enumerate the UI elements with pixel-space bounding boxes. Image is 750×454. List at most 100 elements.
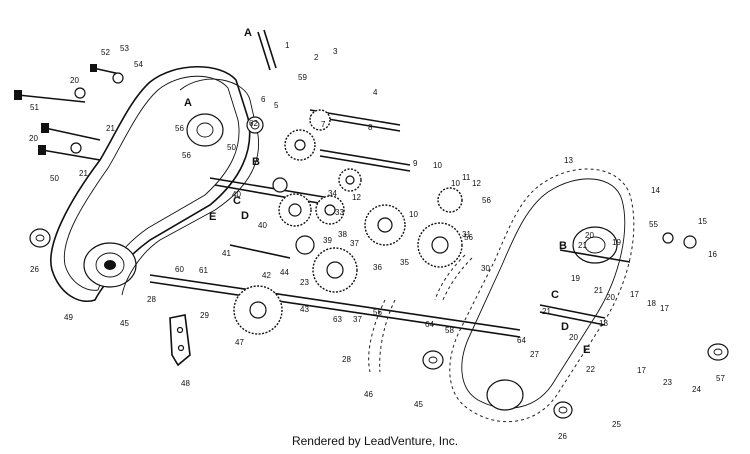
- callout-15: 15: [698, 217, 707, 226]
- callout-45b: 45: [414, 400, 423, 409]
- callout-7: 7: [321, 120, 326, 129]
- ref-letter-b-right: B: [559, 240, 567, 252]
- ref-letter-e-right: E: [583, 344, 590, 356]
- callout-64b: 64: [517, 336, 526, 345]
- callout-50a: 50: [50, 174, 59, 183]
- callout-10b: 10: [409, 210, 418, 219]
- callout-20a: 20: [585, 231, 594, 240]
- callout-12b: 12: [472, 179, 481, 188]
- callout-18a: 18: [647, 299, 656, 308]
- callout-9: 9: [413, 159, 418, 168]
- callout-53: 53: [120, 44, 129, 53]
- callout-11: 11: [462, 173, 471, 182]
- bolts-upper-left: [14, 64, 124, 161]
- callout-40a: 40: [232, 190, 241, 199]
- callout-20c: 20: [569, 333, 578, 342]
- callout-27: 27: [530, 350, 539, 359]
- callout-42: 42: [262, 271, 271, 280]
- ref-letter-d-left: D: [241, 210, 249, 222]
- callout-56e: 56: [373, 308, 382, 317]
- callout-1: 1: [285, 41, 290, 50]
- callout-60: 60: [175, 265, 184, 274]
- callout-55: 55: [649, 220, 658, 229]
- callout-52: 52: [101, 48, 110, 57]
- callout-13: 13: [564, 156, 573, 165]
- callout-45a: 45: [120, 319, 129, 328]
- callout-35: 35: [400, 258, 409, 267]
- render-credit: Rendered by LeadVenture, Inc.: [291, 434, 459, 448]
- callout-58: 58: [445, 326, 454, 335]
- callout-64a: 64: [425, 320, 434, 329]
- callout-54: 54: [134, 60, 143, 69]
- callout-10c: 10: [451, 179, 460, 188]
- ref-letter-a-case: A: [184, 97, 192, 109]
- callout-48: 48: [181, 379, 190, 388]
- callout-22: 22: [586, 365, 595, 374]
- part-callouts: 1 2 3 4 5 6 7 8 9 10 10 10 11 12 12 13 1…: [29, 41, 725, 441]
- callout-2: 2: [314, 53, 319, 62]
- callout-20b: 20: [606, 293, 615, 302]
- callout-28a: 28: [147, 295, 156, 304]
- callout-6: 6: [261, 95, 266, 104]
- callout-17b: 17: [660, 304, 669, 313]
- callout-46: 46: [364, 390, 373, 399]
- callout-40b: 40: [258, 221, 267, 230]
- callout-62: 62: [249, 119, 258, 128]
- callout-29: 29: [200, 311, 209, 320]
- callout-21b: 21: [594, 286, 603, 295]
- callout-10a: 10: [433, 161, 442, 170]
- callout-37a: 37: [350, 239, 359, 248]
- callout-34: 34: [328, 189, 337, 198]
- callout-21d: 21: [106, 124, 115, 133]
- callout-30: 30: [481, 264, 490, 273]
- callout-23a: 23: [300, 278, 309, 287]
- ref-letter-c-left: C: [233, 195, 241, 207]
- callout-61: 61: [199, 266, 208, 275]
- callout-21a: 21: [578, 241, 587, 250]
- ref-letter-d-right: D: [561, 321, 569, 333]
- callout-31: 31: [462, 230, 471, 239]
- callout-14: 14: [651, 186, 660, 195]
- callout-24: 24: [692, 385, 701, 394]
- callout-63: 63: [333, 315, 342, 324]
- callout-18b: 18: [599, 319, 608, 328]
- chains: [368, 254, 473, 373]
- callout-56b: 56: [182, 151, 191, 160]
- callout-28b: 28: [342, 355, 351, 364]
- callout-17a: 17: [630, 290, 639, 299]
- ref-letter-b-left: B: [252, 156, 260, 168]
- callout-26b: 26: [558, 432, 567, 441]
- callout-41: 41: [222, 249, 231, 258]
- callout-26a: 26: [30, 265, 39, 274]
- callout-20d: 20: [70, 76, 79, 85]
- callout-56a: 56: [175, 124, 184, 133]
- ref-letter-a-top: A: [244, 27, 252, 39]
- callout-56d: 56: [464, 233, 473, 242]
- callout-17c: 17: [637, 366, 646, 375]
- reference-letters: A A B B C C D D E E: [184, 27, 590, 356]
- callout-44: 44: [280, 268, 289, 277]
- callout-47: 47: [235, 338, 244, 347]
- ref-letter-e-left: E: [209, 211, 216, 223]
- callout-20e: 20: [29, 134, 38, 143]
- callout-38: 38: [338, 230, 347, 239]
- callout-25: 25: [612, 420, 621, 429]
- callout-37b: 37: [353, 315, 362, 324]
- callout-21e: 21: [79, 169, 88, 178]
- callout-33: 33: [335, 208, 344, 217]
- callout-19a: 19: [612, 238, 621, 247]
- callout-12a: 12: [352, 193, 361, 202]
- gasket-left: [121, 78, 260, 296]
- callout-4: 4: [373, 88, 378, 97]
- callout-8: 8: [368, 123, 373, 132]
- callout-39: 39: [323, 236, 332, 245]
- callout-59: 59: [298, 73, 307, 82]
- callout-51: 51: [30, 103, 39, 112]
- callout-56c: 56: [482, 196, 491, 205]
- callout-57: 57: [716, 374, 725, 383]
- callout-21c: 21: [542, 307, 551, 316]
- callout-49: 49: [64, 313, 73, 322]
- callout-50b: 50: [227, 143, 236, 152]
- callout-5: 5: [274, 101, 279, 110]
